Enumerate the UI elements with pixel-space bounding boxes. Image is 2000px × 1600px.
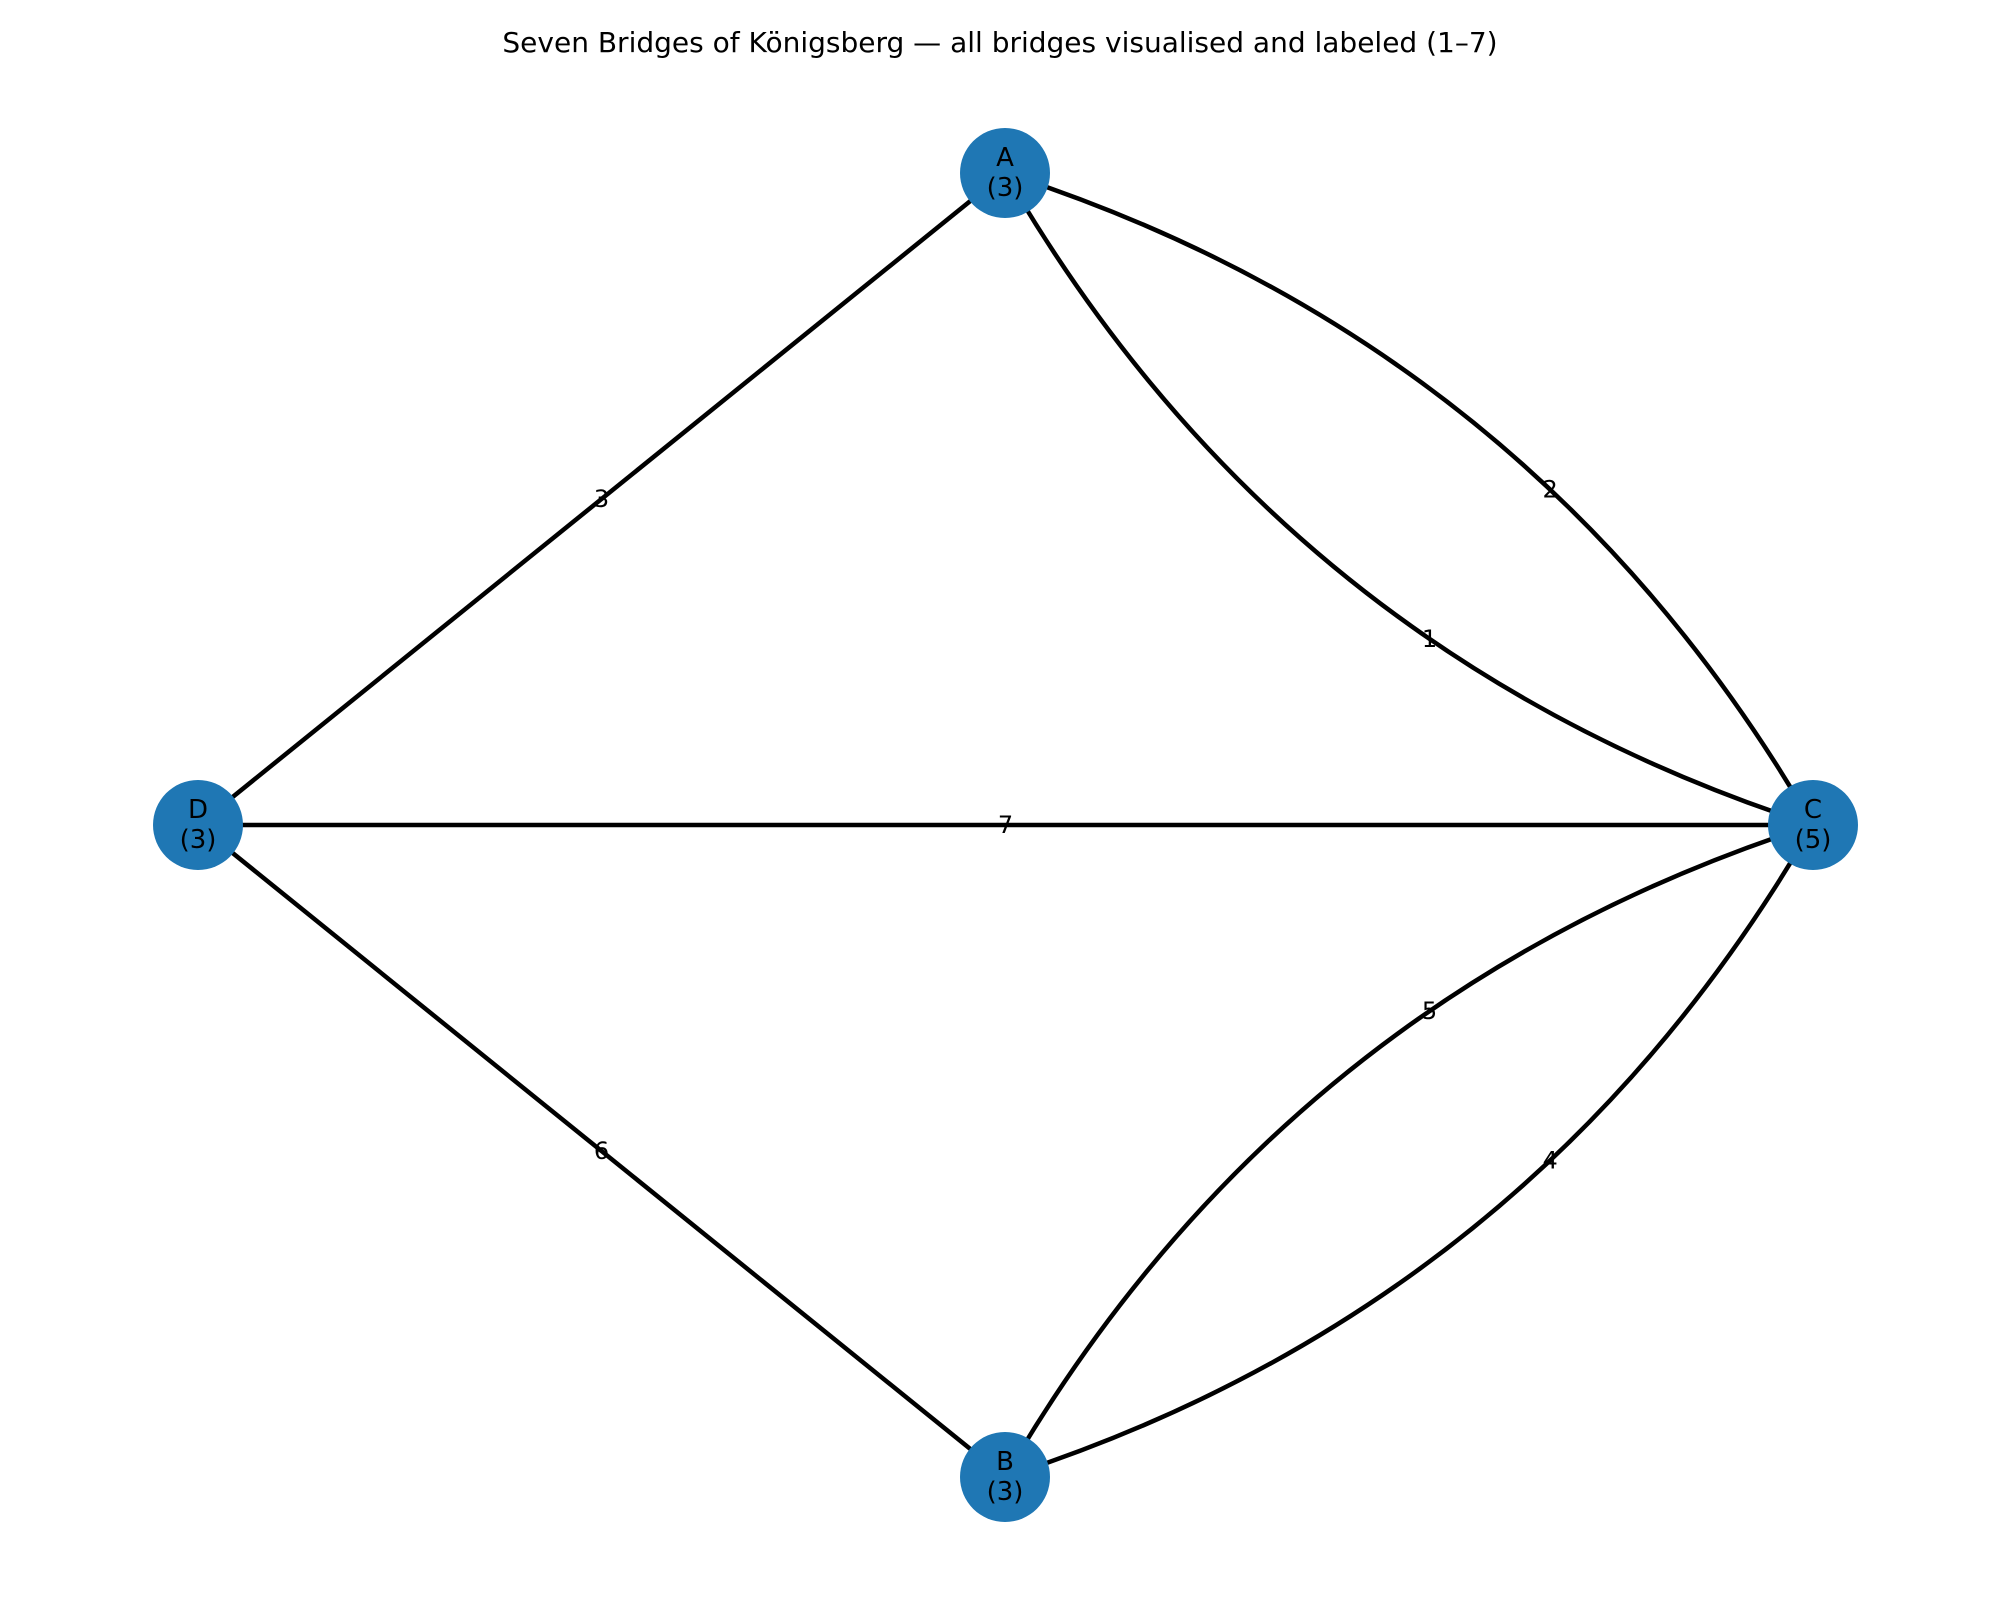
node-degree-c: (5): [1795, 825, 1832, 855]
node-circle-b: [960, 1432, 1050, 1522]
node-name-d: D: [188, 795, 208, 825]
landmass-node-c: C(5): [1768, 780, 1858, 870]
nodes-layer: A(3)B(3)C(5)D(3): [153, 128, 1858, 1522]
bridge-label-1: 1: [1422, 625, 1437, 653]
bridge-edge-1: [1003, 171, 1814, 828]
edge-labels-layer: 1 2 3 4 5 6 7: [594, 475, 1558, 1174]
node-name-b: B: [996, 1447, 1014, 1477]
edges-layer: [196, 170, 1815, 1480]
bridge-label-4: 4: [1542, 1147, 1557, 1175]
node-degree-d: (3): [180, 825, 217, 855]
node-circle-d: [153, 780, 243, 870]
node-degree-a: (3): [987, 173, 1024, 203]
bridge-edge-3: [196, 171, 1007, 827]
node-name-a: A: [996, 143, 1014, 173]
node-name-c: C: [1804, 795, 1822, 825]
bridge-edge-4: [1004, 823, 1815, 1480]
bridge-edge-5: [1003, 822, 1814, 1479]
diagram-title: Seven Bridges of Königsberg — all bridge…: [502, 26, 1498, 59]
bridge-edge-2: [1004, 170, 1815, 827]
bridge-label-7: 7: [998, 811, 1013, 839]
bridge-label-5: 5: [1422, 997, 1437, 1025]
landmass-node-a: A(3): [960, 128, 1050, 218]
bridge-label-3: 3: [594, 485, 609, 513]
node-degree-b: (3): [987, 1477, 1024, 1507]
node-circle-c: [1768, 780, 1858, 870]
bridge-edge-6: [196, 823, 1007, 1479]
node-circle-a: [960, 128, 1050, 218]
landmass-node-b: B(3): [960, 1432, 1050, 1522]
bridge-label-6: 6: [594, 1137, 609, 1165]
landmass-node-d: D(3): [153, 780, 243, 870]
bridge-label-2: 2: [1542, 475, 1557, 503]
